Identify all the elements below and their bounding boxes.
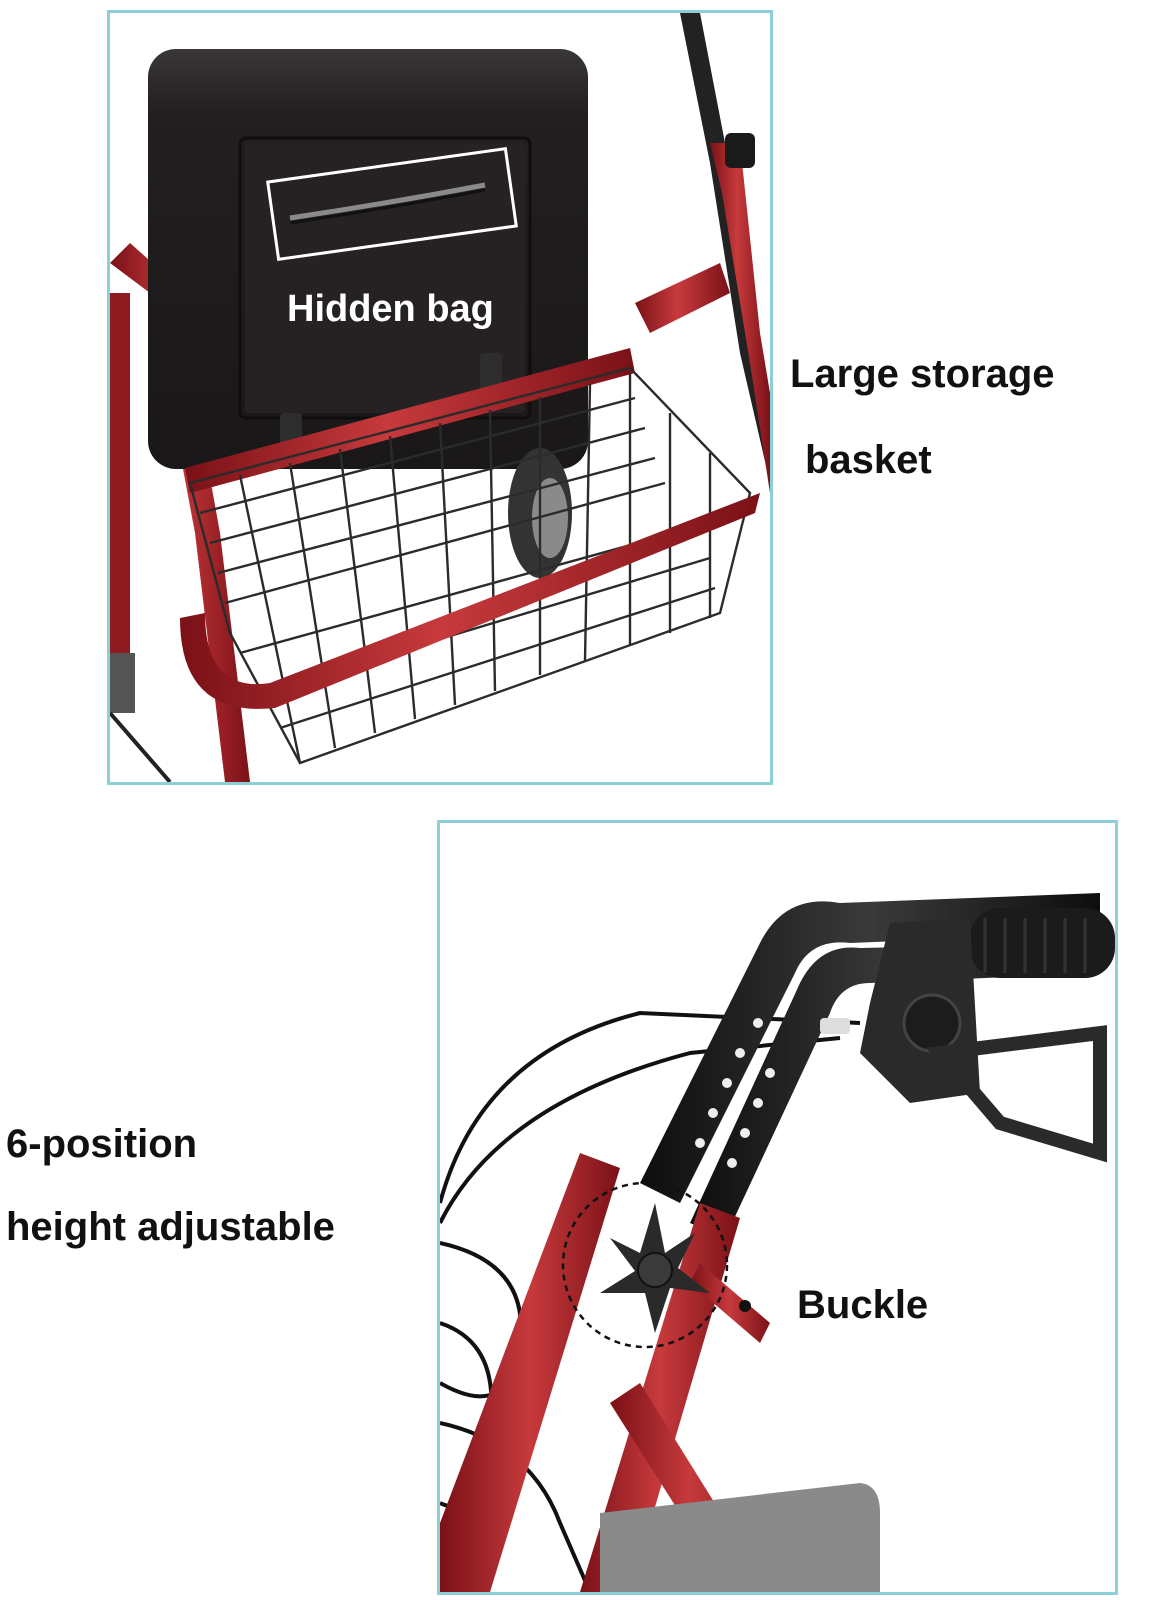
bottom-product-panel xyxy=(437,820,1118,1595)
height-adjust-tube xyxy=(640,893,1100,1238)
wire-basket xyxy=(188,366,752,765)
height-label-line1: 6-position xyxy=(6,1122,198,1166)
seat-cushion xyxy=(148,49,588,469)
height-label-line2: height adjustable xyxy=(6,1205,335,1249)
left-frame-tube xyxy=(110,243,250,782)
zipper-pocket-icon xyxy=(266,146,518,262)
buckle-label: Buckle xyxy=(797,1283,929,1327)
storage-label-line1: Large storage xyxy=(790,352,1055,396)
handle-grip xyxy=(970,908,1115,978)
brake-lever xyxy=(820,918,1107,1163)
front-left-wheel xyxy=(110,653,172,782)
storage-label-line2: basket xyxy=(805,438,932,482)
right-frame-tube xyxy=(635,13,770,493)
star-knob-icon xyxy=(600,1203,710,1333)
seat-edge xyxy=(600,1483,880,1592)
seat-basket-illustration xyxy=(110,13,770,782)
bullet-dot-icon xyxy=(739,1300,751,1312)
top-product-panel: Hidden bag xyxy=(107,10,773,785)
buckle-highlight-circle xyxy=(561,1181,729,1349)
front-handle-bar xyxy=(180,493,760,709)
handle-height-illustration xyxy=(440,893,1115,1592)
seat-crossbar xyxy=(185,348,635,493)
hidden-bag-label: Hidden bag xyxy=(287,288,494,330)
